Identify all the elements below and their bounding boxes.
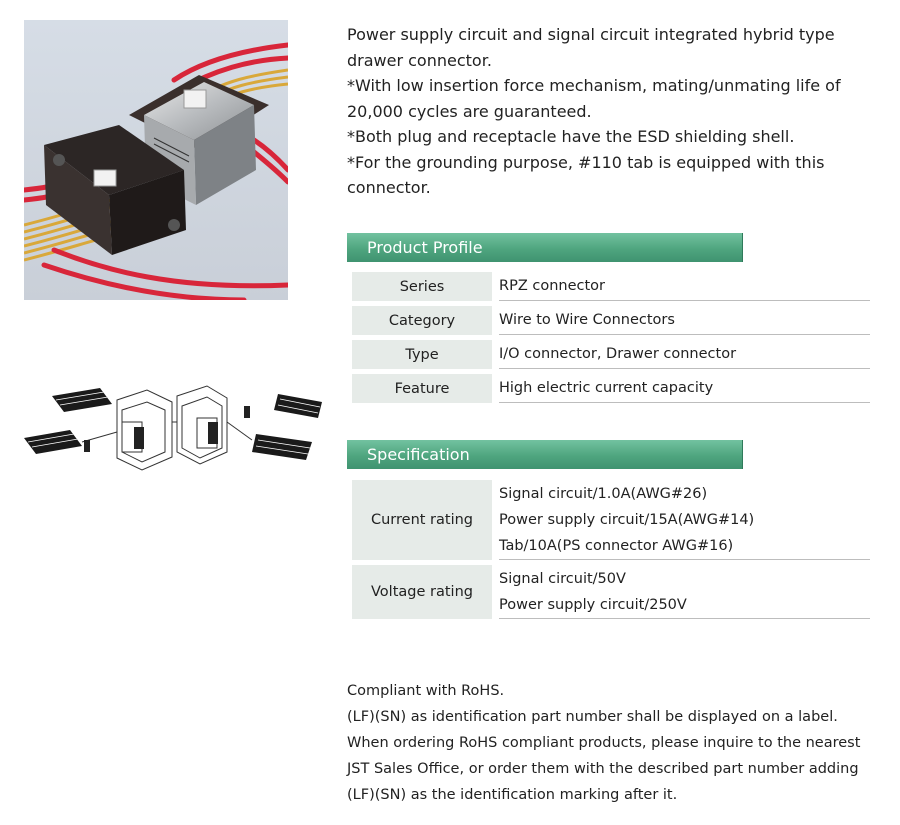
product-description: Power supply circuit and signal circuit …: [347, 22, 892, 201]
intro-line: *Both plug and receptacle have the ESD s…: [347, 127, 795, 146]
spec-label: Current rating: [352, 480, 492, 560]
spec-value: Signal circuit/50V Power supply circuit/…: [499, 565, 870, 619]
profile-label: Category: [352, 306, 492, 335]
profile-row-series: Series RPZ connector: [352, 272, 870, 301]
intro-line: *For the grounding purpose, #110 tab is …: [347, 152, 825, 172]
spec-line: Signal circuit/1.0A(AWG#26): [499, 486, 708, 502]
profile-value: High electric current capacity: [499, 374, 870, 403]
profile-value: RPZ connector: [499, 272, 870, 301]
rohs-line: (LF)(SN) as identification part number s…: [347, 709, 838, 725]
rohs-line: When ordering RoHS compliant products, p…: [347, 735, 861, 751]
intro-line: connector.: [347, 178, 431, 197]
profile-row-type: Type I/O connector, Drawer connector: [352, 340, 870, 369]
spec-row-voltage: Voltage rating Signal circuit/50V Power …: [352, 565, 870, 619]
profile-value: Wire to Wire Connectors: [499, 306, 870, 335]
spec-line: Power supply circuit/15A(AWG#14): [499, 512, 755, 528]
product-profile-title: Product Profile: [367, 238, 483, 257]
profile-row-category: Category Wire to Wire Connectors: [352, 306, 870, 335]
spec-line: Signal circuit/50V: [499, 571, 626, 587]
product-profile-header: Product Profile: [347, 233, 743, 262]
spec-value: Signal circuit/1.0A(AWG#26) Power supply…: [499, 480, 870, 560]
profile-value: I/O connector, Drawer connector: [499, 340, 870, 369]
specification-title: Specification: [367, 445, 470, 464]
spec-line: Power supply circuit/250V: [499, 597, 687, 613]
profile-label: Type: [352, 340, 492, 369]
intro-line: 20,000 cycles are guaranteed.: [347, 101, 592, 121]
intro-line: *With low insertion force mechanism, mat…: [347, 76, 841, 95]
spec-row-current: Current rating Signal circuit/1.0A(AWG#2…: [352, 480, 870, 560]
profile-label: Feature: [352, 374, 492, 403]
rohs-line: JST Sales Office, or order them with the…: [347, 761, 859, 777]
intro-line: drawer connector.: [347, 50, 492, 70]
rohs-line: (LF)(SN) as the identification marking a…: [347, 787, 678, 803]
exploded-view-drawing: [22, 382, 334, 480]
product-photo: [24, 20, 288, 300]
intro-line: Power supply circuit and signal circuit …: [347, 25, 835, 44]
spec-label: Voltage rating: [352, 565, 492, 619]
profile-row-feature: Feature High electric current capacity: [352, 374, 870, 403]
rohs-note: Compliant with RoHS. (LF)(SN) as identif…: [347, 678, 892, 808]
spec-line: Tab/10A(PS connector AWG#16): [499, 538, 734, 554]
rohs-line: Compliant with RoHS.: [347, 683, 505, 699]
specification-header: Specification: [347, 440, 743, 469]
profile-label: Series: [352, 272, 492, 301]
